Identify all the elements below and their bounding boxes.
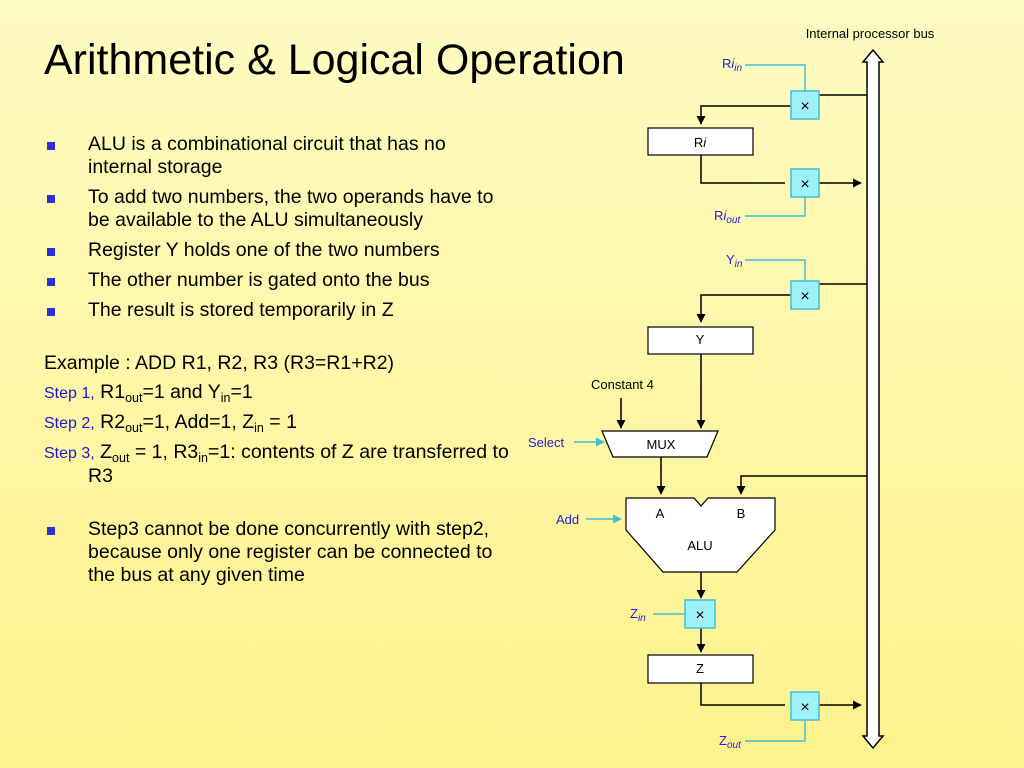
signal-add: Add [556, 512, 579, 527]
bullet-item: The result is stored temporarily in Z [44, 299, 514, 322]
mux-label: MUX [647, 437, 676, 452]
square-bullet-icon [47, 142, 55, 150]
square-bullet-icon [47, 248, 55, 256]
gate-z-in [684, 599, 716, 629]
gates: × × × × × [684, 90, 820, 721]
gate-ri-in [790, 90, 820, 120]
step-text: = 1, R3 [129, 441, 199, 463]
signal-ri-out: Riout [714, 208, 741, 226]
step-text: R1 [94, 381, 126, 403]
register-ri-label: Ri [694, 135, 707, 150]
step-text: =1 and Y [142, 381, 221, 403]
signal-z-out: Zout [719, 733, 742, 751]
gate-symbol: × [800, 699, 809, 716]
step-tag: Step 3, [44, 445, 95, 462]
step-text: Z [94, 441, 113, 463]
square-bullet-icon [47, 195, 55, 203]
internal-bus: Internal processor bus [806, 26, 935, 750]
constant-4-label: Constant 4 [591, 377, 654, 392]
alu-input-a: A [656, 506, 665, 521]
mux: MUX Constant 4 [591, 377, 719, 458]
step-tag: Step 1, [44, 385, 95, 402]
example-line: Example : ADD R1, R2, R3 (R3=R1+R2) [44, 352, 395, 374]
content-column: ALU is a combinational circuit that has … [44, 133, 514, 594]
step-text: =1, Add=1, Z [142, 411, 255, 433]
bullet-item: The other number is gated onto the bus [44, 269, 514, 292]
signal-ri-in: Riin [722, 56, 743, 74]
signal-labels: Riin Riout Yin Select Add Zin Zout [528, 56, 743, 751]
step-line: Step 2, R2out=1, Add=1, Zin = 1 [44, 411, 514, 435]
square-bullet-icon [47, 527, 55, 535]
data-lines [616, 94, 867, 710]
gate-y-in [790, 280, 820, 310]
subscript: in [254, 421, 264, 435]
bullet-list: ALU is a combinational circuit that has … [44, 133, 514, 322]
bus-label: Internal processor bus [806, 26, 935, 41]
slide-title: Arithmetic & Logical Operation [44, 36, 625, 84]
gate-symbol: × [695, 607, 704, 624]
gate-symbol: × [800, 98, 809, 115]
step-line: Step 1, R1out=1 and Yin=1 [44, 381, 514, 405]
alu-input-b: B [737, 506, 746, 521]
signal-select: Select [528, 435, 565, 450]
subscript: out [125, 391, 143, 405]
step-tag: Step 2, [44, 415, 95, 432]
note-bullet: Step3 cannot be done concurrently with s… [44, 518, 514, 587]
registers: Ri Y Z [647, 127, 754, 684]
signal-z-in: Zin [630, 606, 646, 624]
signal-y-in: Yin [726, 252, 743, 270]
control-lines [574, 64, 806, 742]
register-z [647, 654, 754, 684]
step-text: R2 [94, 411, 126, 433]
register-z-label: Z [696, 661, 704, 676]
gate-z-out [790, 691, 820, 721]
square-bullet-icon [47, 308, 55, 316]
alu: A B ALU [625, 497, 776, 573]
step-text: = 1 [263, 411, 297, 433]
subscript: in [198, 451, 209, 465]
bullet-item: ALU is a combinational circuit that has … [44, 133, 514, 179]
bullet-item: Register Y holds one of the two numbers [44, 239, 514, 262]
gate-symbol: × [800, 288, 809, 305]
bullet-item: To add two numbers, the two operands hav… [44, 186, 514, 232]
subscript: in [220, 391, 231, 405]
register-y-label: Y [696, 332, 705, 347]
subscript: out [112, 451, 130, 465]
register-y [647, 326, 754, 355]
square-bullet-icon [47, 278, 55, 286]
step-line: Step 3, Zout = 1, R3in=1: contents of Z … [44, 441, 514, 488]
step-text: =1 [230, 381, 253, 403]
register-ri [647, 127, 754, 156]
alu-label: ALU [687, 538, 712, 553]
gate-ri-out [790, 168, 820, 198]
step-text: =1: contents of Z are transferred to R3 [88, 441, 509, 487]
gate-symbol: × [800, 176, 809, 193]
subscript: out [125, 421, 143, 435]
